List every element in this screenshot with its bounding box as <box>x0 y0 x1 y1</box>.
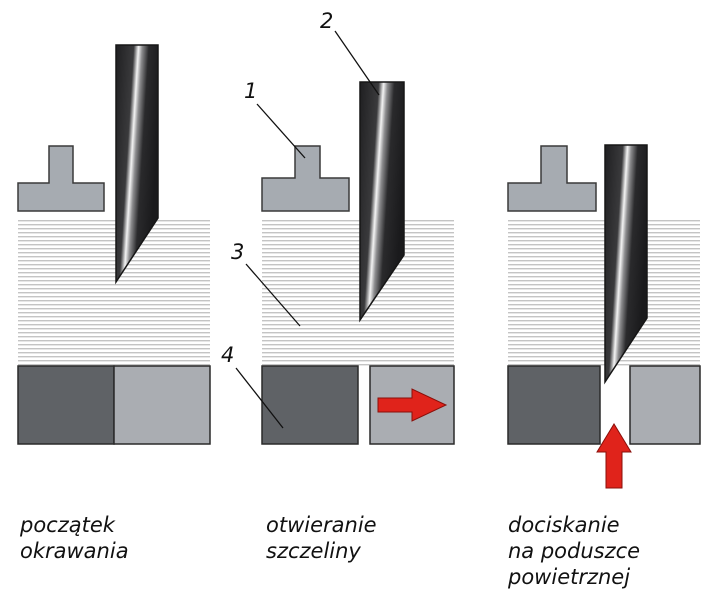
blade-2 <box>359 81 405 323</box>
holder-3 <box>507 145 597 212</box>
label-3: 3 <box>231 240 245 264</box>
caption-line: na poduszce <box>508 539 641 563</box>
sheet-block-right-3 <box>629 365 701 445</box>
sheet-block-right-1 <box>113 365 211 445</box>
caption-line: początek <box>20 513 115 537</box>
air-cushion-zone-1 <box>18 218 210 366</box>
label-2: 2 <box>320 9 334 33</box>
caption-panel-1: początek okrawania <box>20 512 129 564</box>
sheet-block-left-1 <box>17 365 115 445</box>
sheet-block-left-2 <box>261 365 359 445</box>
leader-line-2 <box>334 30 380 96</box>
caption-line: szczeliny <box>266 539 361 563</box>
leader-line-4 <box>235 367 284 429</box>
label-1: 1 <box>244 79 258 103</box>
panel-3 <box>507 144 701 489</box>
leader-line-3 <box>245 263 301 327</box>
panel-2 <box>261 81 455 445</box>
caption-panel-3: dociskanie na poduszce powietrznej <box>508 512 640 590</box>
caption-panel-2: otwieranie szczeliny <box>266 512 377 564</box>
caption-line: otwieranie <box>266 513 377 537</box>
panel-1 <box>17 44 211 445</box>
leader-lines <box>235 30 380 429</box>
holder-1 <box>17 145 105 212</box>
caption-line: powietrznej <box>508 565 631 589</box>
arrow-up-icon <box>596 423 632 489</box>
arrow-right-icon <box>377 388 448 422</box>
air-cushion-zone-3 <box>508 218 700 366</box>
blade-3 <box>604 144 648 385</box>
label-4: 4 <box>221 343 235 367</box>
caption-line: dociskanie <box>508 513 620 537</box>
air-cushion-zones <box>18 218 700 366</box>
holder-2 <box>261 145 350 212</box>
sheet-block-left-3 <box>507 365 601 445</box>
caption-line: okrawania <box>20 539 129 563</box>
leader-line-1 <box>256 103 306 159</box>
blade-1 <box>115 44 159 285</box>
air-cushion-zone-2 <box>262 218 454 366</box>
